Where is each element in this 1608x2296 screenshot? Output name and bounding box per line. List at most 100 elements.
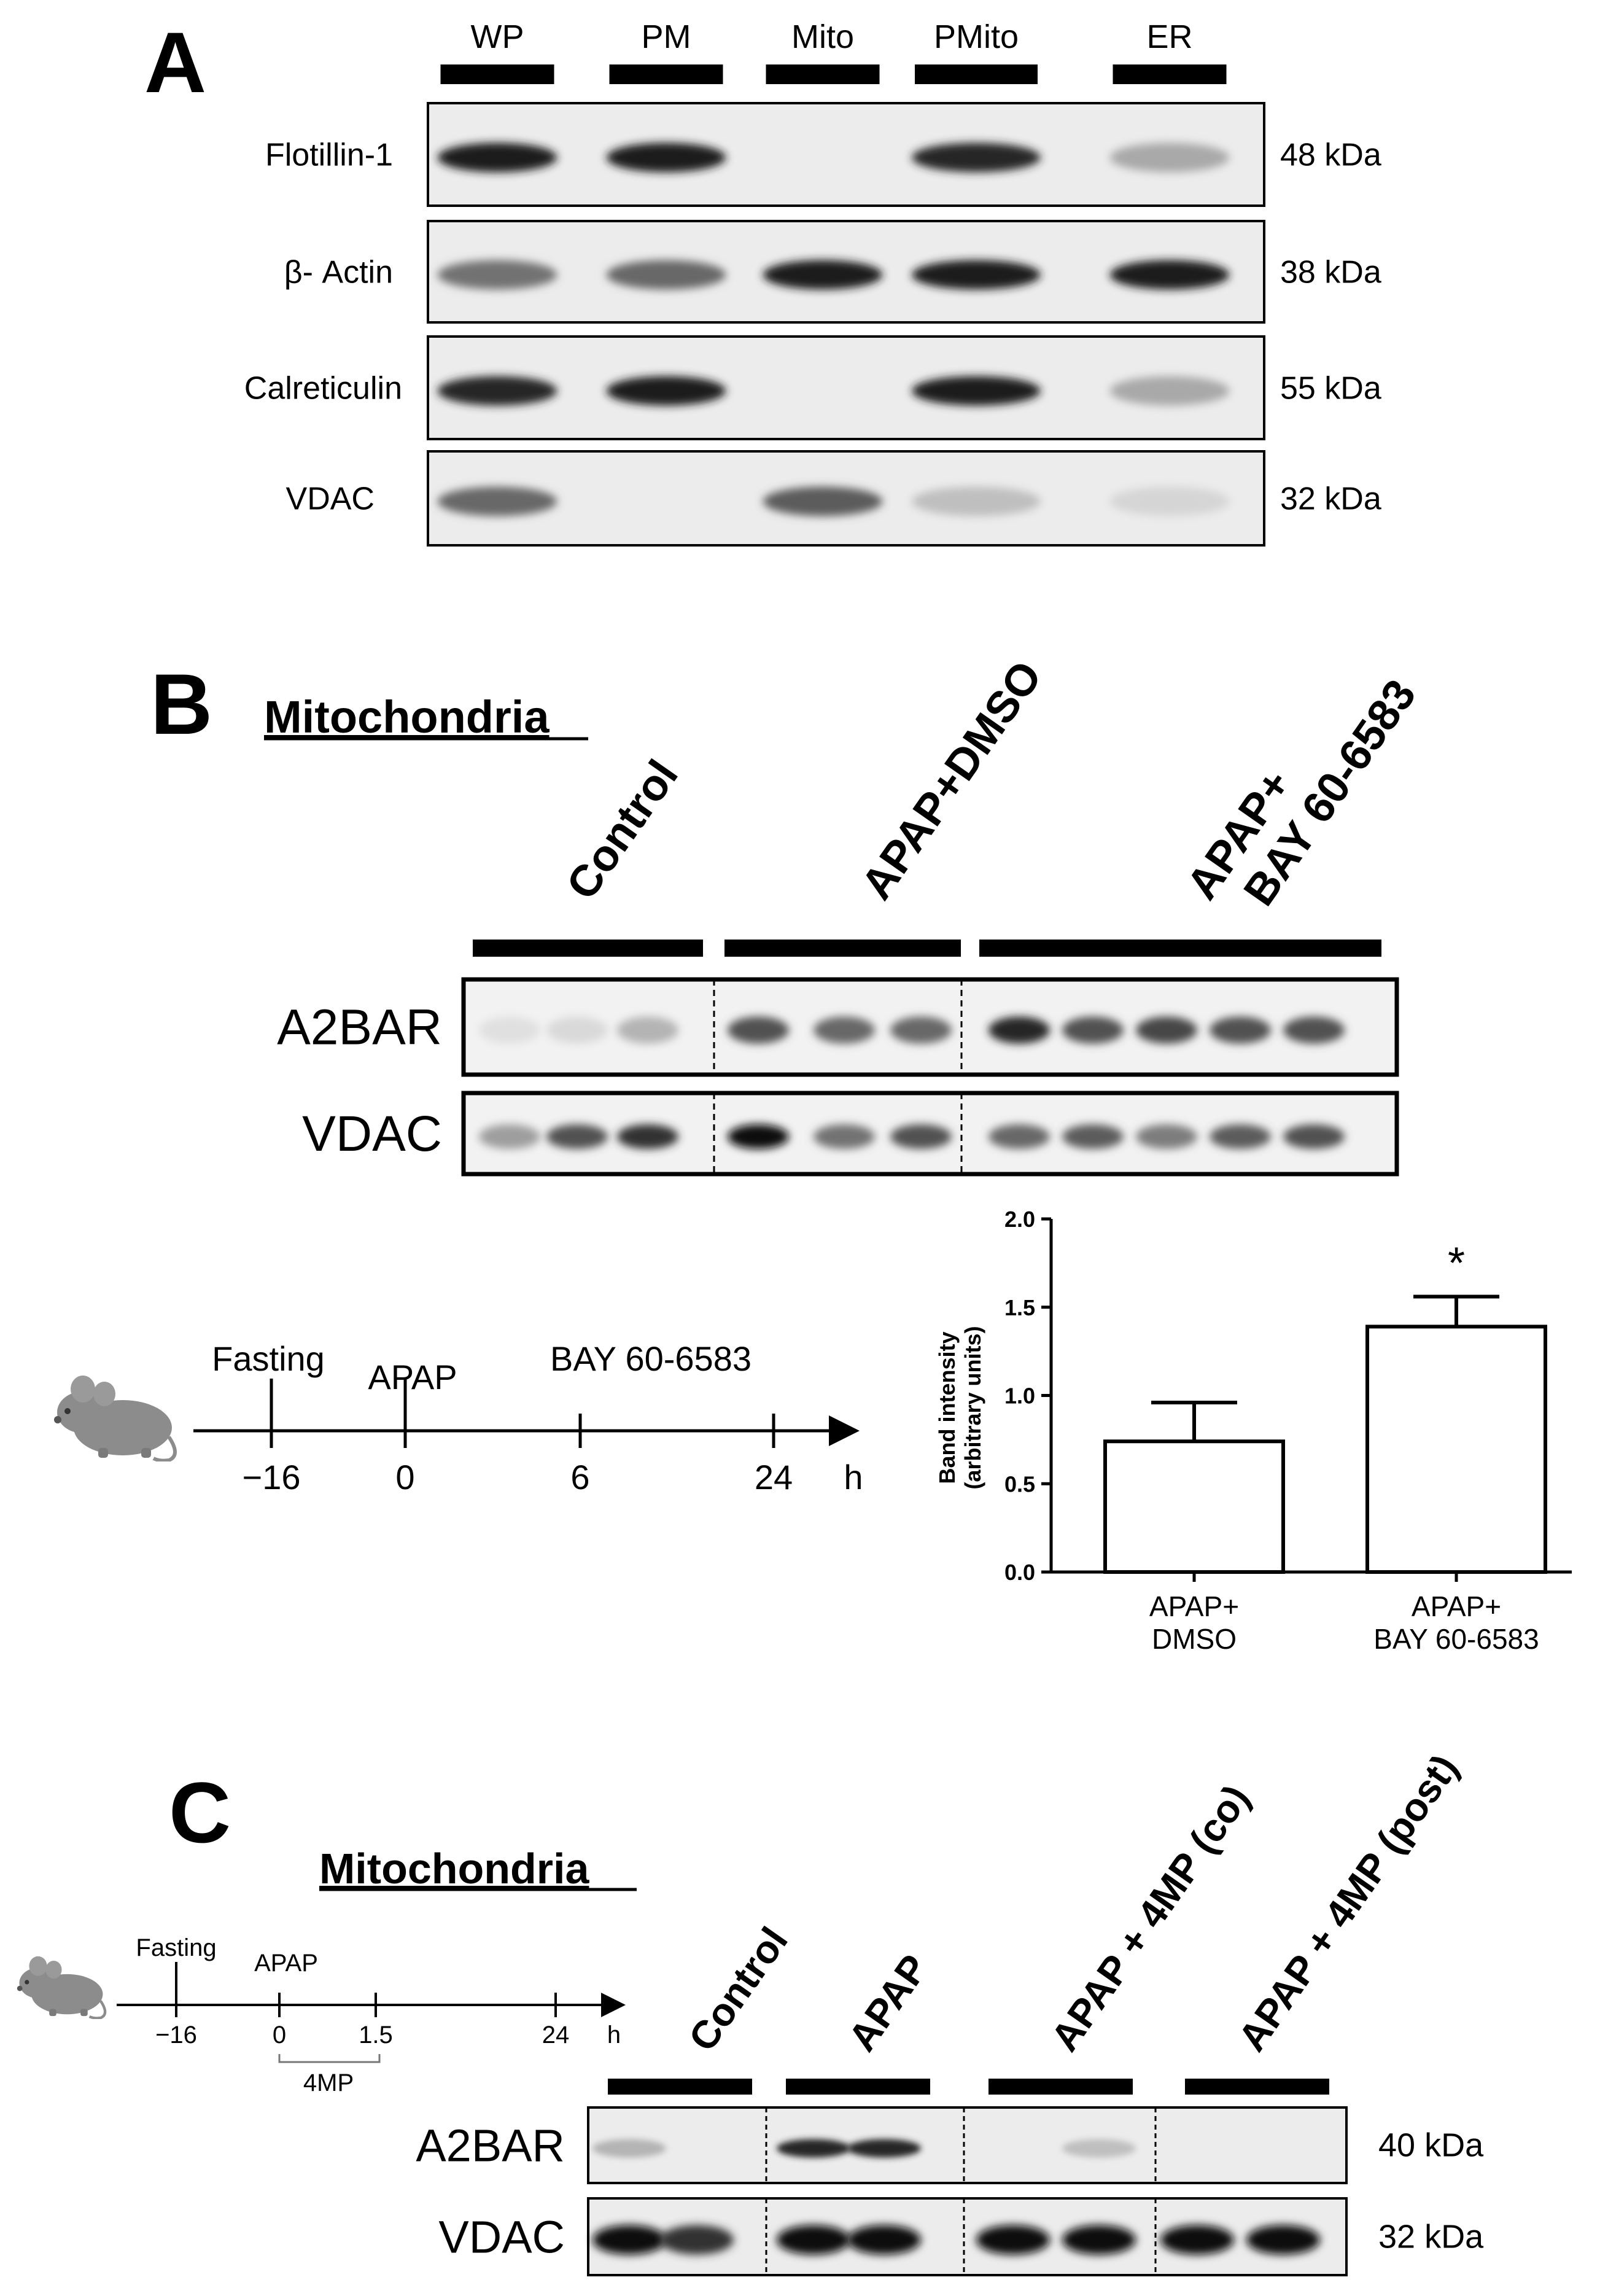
row-label: VDAC: [286, 481, 375, 517]
band: [1062, 1016, 1124, 1044]
band: [728, 1016, 789, 1044]
band: [1062, 2139, 1136, 2158]
lane-bar-er: [1113, 64, 1227, 84]
timeline-tick-label: 1.5: [359, 2022, 393, 2049]
group-bar: [473, 940, 703, 957]
band: [606, 142, 726, 173]
blot-row-vdac: VDAC 32 kDa: [286, 450, 1381, 547]
band: [1283, 1124, 1345, 1149]
timeline-bracket: [278, 2054, 381, 2063]
timeline-tick-label: −16: [155, 2022, 197, 2049]
panel-b-group-labels: Control APAP+DMSO APAP+BAY 60-6583: [473, 642, 1426, 957]
band: [617, 1124, 678, 1149]
band: [660, 2225, 734, 2255]
row-label: Flotillin-1: [265, 138, 393, 173]
band: [592, 2225, 666, 2255]
mouse-icon: [54, 1376, 175, 1461]
blot-row-flotillin-1: Flotillin-1 48 kDa: [265, 102, 1381, 207]
band: [1246, 2225, 1320, 2255]
panel-c-letter: C: [169, 1764, 231, 1861]
group-label: APAP: [839, 1947, 936, 2059]
band: [976, 2225, 1050, 2255]
panel-b-section-title: Mitochondria: [264, 691, 550, 742]
timeline-unit: h: [607, 2022, 621, 2049]
band: [1160, 2225, 1234, 2255]
band: [728, 1124, 789, 1149]
band: [890, 1124, 952, 1149]
chart-y-tick-label: 1.5: [1004, 1295, 1035, 1320]
row-label: A2BAR: [416, 2120, 565, 2171]
band: [617, 1016, 678, 1044]
band: [847, 2139, 921, 2158]
kda-label: 32 kDa: [1378, 2219, 1484, 2255]
panel-b-letter: B: [150, 656, 212, 752]
timeline-tick-label: 24: [755, 1458, 793, 1496]
band: [479, 1016, 540, 1044]
chart-significance-mark: *: [1448, 1239, 1465, 1288]
band: [1109, 260, 1230, 290]
band: [437, 260, 557, 290]
band: [763, 486, 883, 516]
timeline-tick-label: 0: [395, 1458, 414, 1496]
group-bar: [1185, 2079, 1329, 2095]
band: [890, 1016, 952, 1044]
timeline-tick-label: 24: [542, 2022, 570, 2049]
group-bar: [724, 940, 961, 957]
band: [912, 260, 1041, 290]
band: [1210, 1124, 1271, 1149]
blot-row-a2bar: A2BAR: [277, 977, 1399, 1077]
band: [437, 376, 557, 406]
panel-c-section-title: Mitochondria: [319, 1845, 589, 1893]
blot-row-a2bar: A2BAR 40 kDa: [416, 2106, 1484, 2184]
group-label: Control: [557, 752, 688, 909]
chart-category-label: APAP+BAY 60-6583: [1373, 1590, 1539, 1655]
lane-label-er: ER: [1146, 18, 1192, 55]
band: [437, 142, 557, 173]
band: [1109, 142, 1230, 173]
group-bar: [988, 2079, 1133, 2095]
lane-bar-mito: [766, 64, 880, 84]
chart-category-label: APAP+DMSO: [1149, 1590, 1239, 1655]
chart-y-label: Band intensity(arbitrary units): [934, 1326, 985, 1489]
timeline-tick-label: −16: [243, 1458, 301, 1496]
group-bar: [979, 940, 1381, 957]
band: [606, 260, 726, 290]
lane-bar-pmito: [915, 64, 1038, 84]
band: [763, 260, 883, 290]
kda-label: 40 kDa: [1378, 2127, 1484, 2164]
band: [546, 1016, 608, 1044]
band: [1109, 486, 1230, 516]
kda-label: 48 kDa: [1280, 138, 1381, 173]
lane-bar-pm: [609, 64, 723, 84]
blot-row-vdac: VDAC 32 kDa: [438, 2197, 1484, 2276]
timeline-event-label: Fasting: [212, 1339, 325, 1378]
chart-y-tick-label: 1.0: [1004, 1383, 1035, 1409]
lane-bar-wp: [440, 64, 554, 84]
timeline-tick-label: 6: [570, 1458, 589, 1496]
band: [1283, 1016, 1345, 1044]
lane-label-wp: WP: [471, 18, 524, 55]
mouse-icon: [17, 1956, 105, 2018]
group-label: APAP+DMSO: [852, 652, 1052, 908]
band: [814, 1016, 875, 1044]
group-label: APAP+BAY 60-6583: [1178, 642, 1426, 938]
group-bar: [608, 2079, 752, 2095]
kda-label: 32 kDa: [1280, 481, 1381, 517]
row-label: VDAC: [438, 2212, 565, 2263]
row-label: Calreticulin: [244, 371, 402, 407]
timeline-event-label: Fasting: [136, 1934, 216, 1961]
band: [592, 2139, 666, 2158]
